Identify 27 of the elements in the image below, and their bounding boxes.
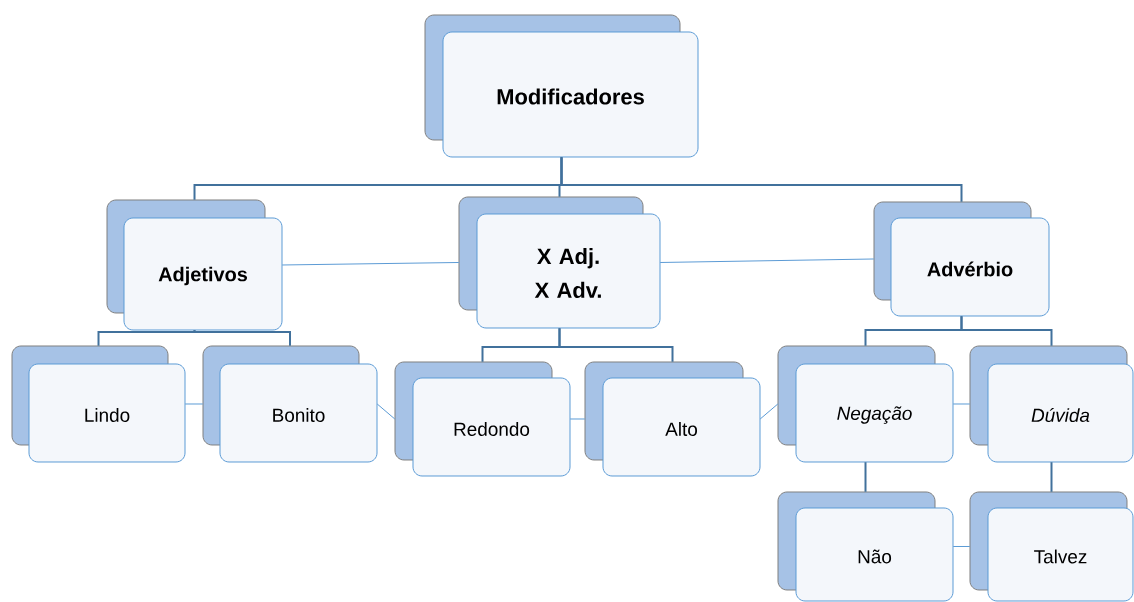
node-box: Bonito <box>202 345 378 463</box>
link-line <box>952 403 971 405</box>
connector-line <box>558 327 674 363</box>
node-box: Lindo <box>11 345 186 463</box>
node-box: Dúvida <box>969 345 1134 463</box>
node-box: Negação <box>777 345 954 463</box>
node-box: Alto <box>584 361 761 477</box>
node-box: Advérbio <box>873 201 1050 317</box>
node-box: Talvez <box>969 491 1134 602</box>
connector-line <box>560 156 963 203</box>
node-box: X Adj. X Adv. <box>458 196 661 329</box>
link-line <box>281 262 460 266</box>
link-line <box>952 546 971 547</box>
connector-line <box>193 329 291 347</box>
link-line <box>376 403 396 420</box>
node-box: Não <box>777 491 954 602</box>
link-line <box>569 418 586 420</box>
node-box: Adjetivos <box>106 199 283 331</box>
connector-line <box>960 315 1053 347</box>
connector-line <box>1050 461 1053 493</box>
connector-line <box>864 461 867 493</box>
link-line <box>184 403 204 405</box>
link-line <box>659 258 875 263</box>
node-box: Redondo <box>394 361 571 477</box>
link-line <box>759 403 779 420</box>
node-box: Modificadores <box>424 14 699 158</box>
connector-line <box>97 329 196 347</box>
